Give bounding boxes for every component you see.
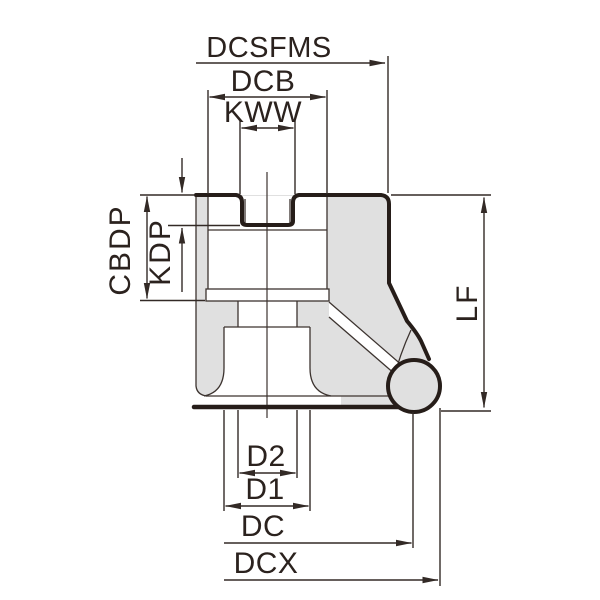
top-and-right-profile (194, 193, 431, 361)
dimension-d2 (237, 410, 298, 478)
round-insert (386, 358, 442, 414)
dimension-kdp (168, 158, 240, 292)
label-d2: D2 (246, 440, 285, 473)
cutter-body (191, 172, 442, 418)
bore-d1-left-wall (203, 327, 225, 397)
label-cbdp: CBDP (104, 204, 137, 295)
label-dc: DC (241, 510, 285, 543)
dimension-dc (224, 412, 414, 548)
dimension-lf (391, 194, 491, 412)
body-thick-outline (191, 193, 431, 410)
label-dcb: DCB (231, 65, 296, 98)
label-kdp: KDP (144, 218, 177, 286)
label-dcsfms: DCSFMS (206, 32, 331, 64)
dimension-kww (239, 121, 296, 194)
dimension-labels: DCSFMS DCB KWW CBDP KDP LF D2 D1 DC DCX (104, 32, 484, 580)
dimension-lines (140, 56, 491, 586)
label-d1: D1 (245, 473, 284, 506)
dimension-cbdp (140, 194, 205, 302)
dimension-d1 (223, 410, 311, 511)
gash-lower-edge (328, 316, 397, 376)
dimension-dcsfms (196, 56, 389, 193)
label-kww: KWW (224, 96, 302, 129)
label-lf: LF (451, 283, 484, 322)
label-dcx: DCX (234, 547, 299, 580)
chip-gash-void (329, 302, 404, 376)
bore-d1-right-wall (309, 327, 332, 397)
gash-upper-edge (328, 301, 405, 368)
dimension-dcb (207, 90, 328, 194)
dimension-dcx (224, 408, 441, 586)
